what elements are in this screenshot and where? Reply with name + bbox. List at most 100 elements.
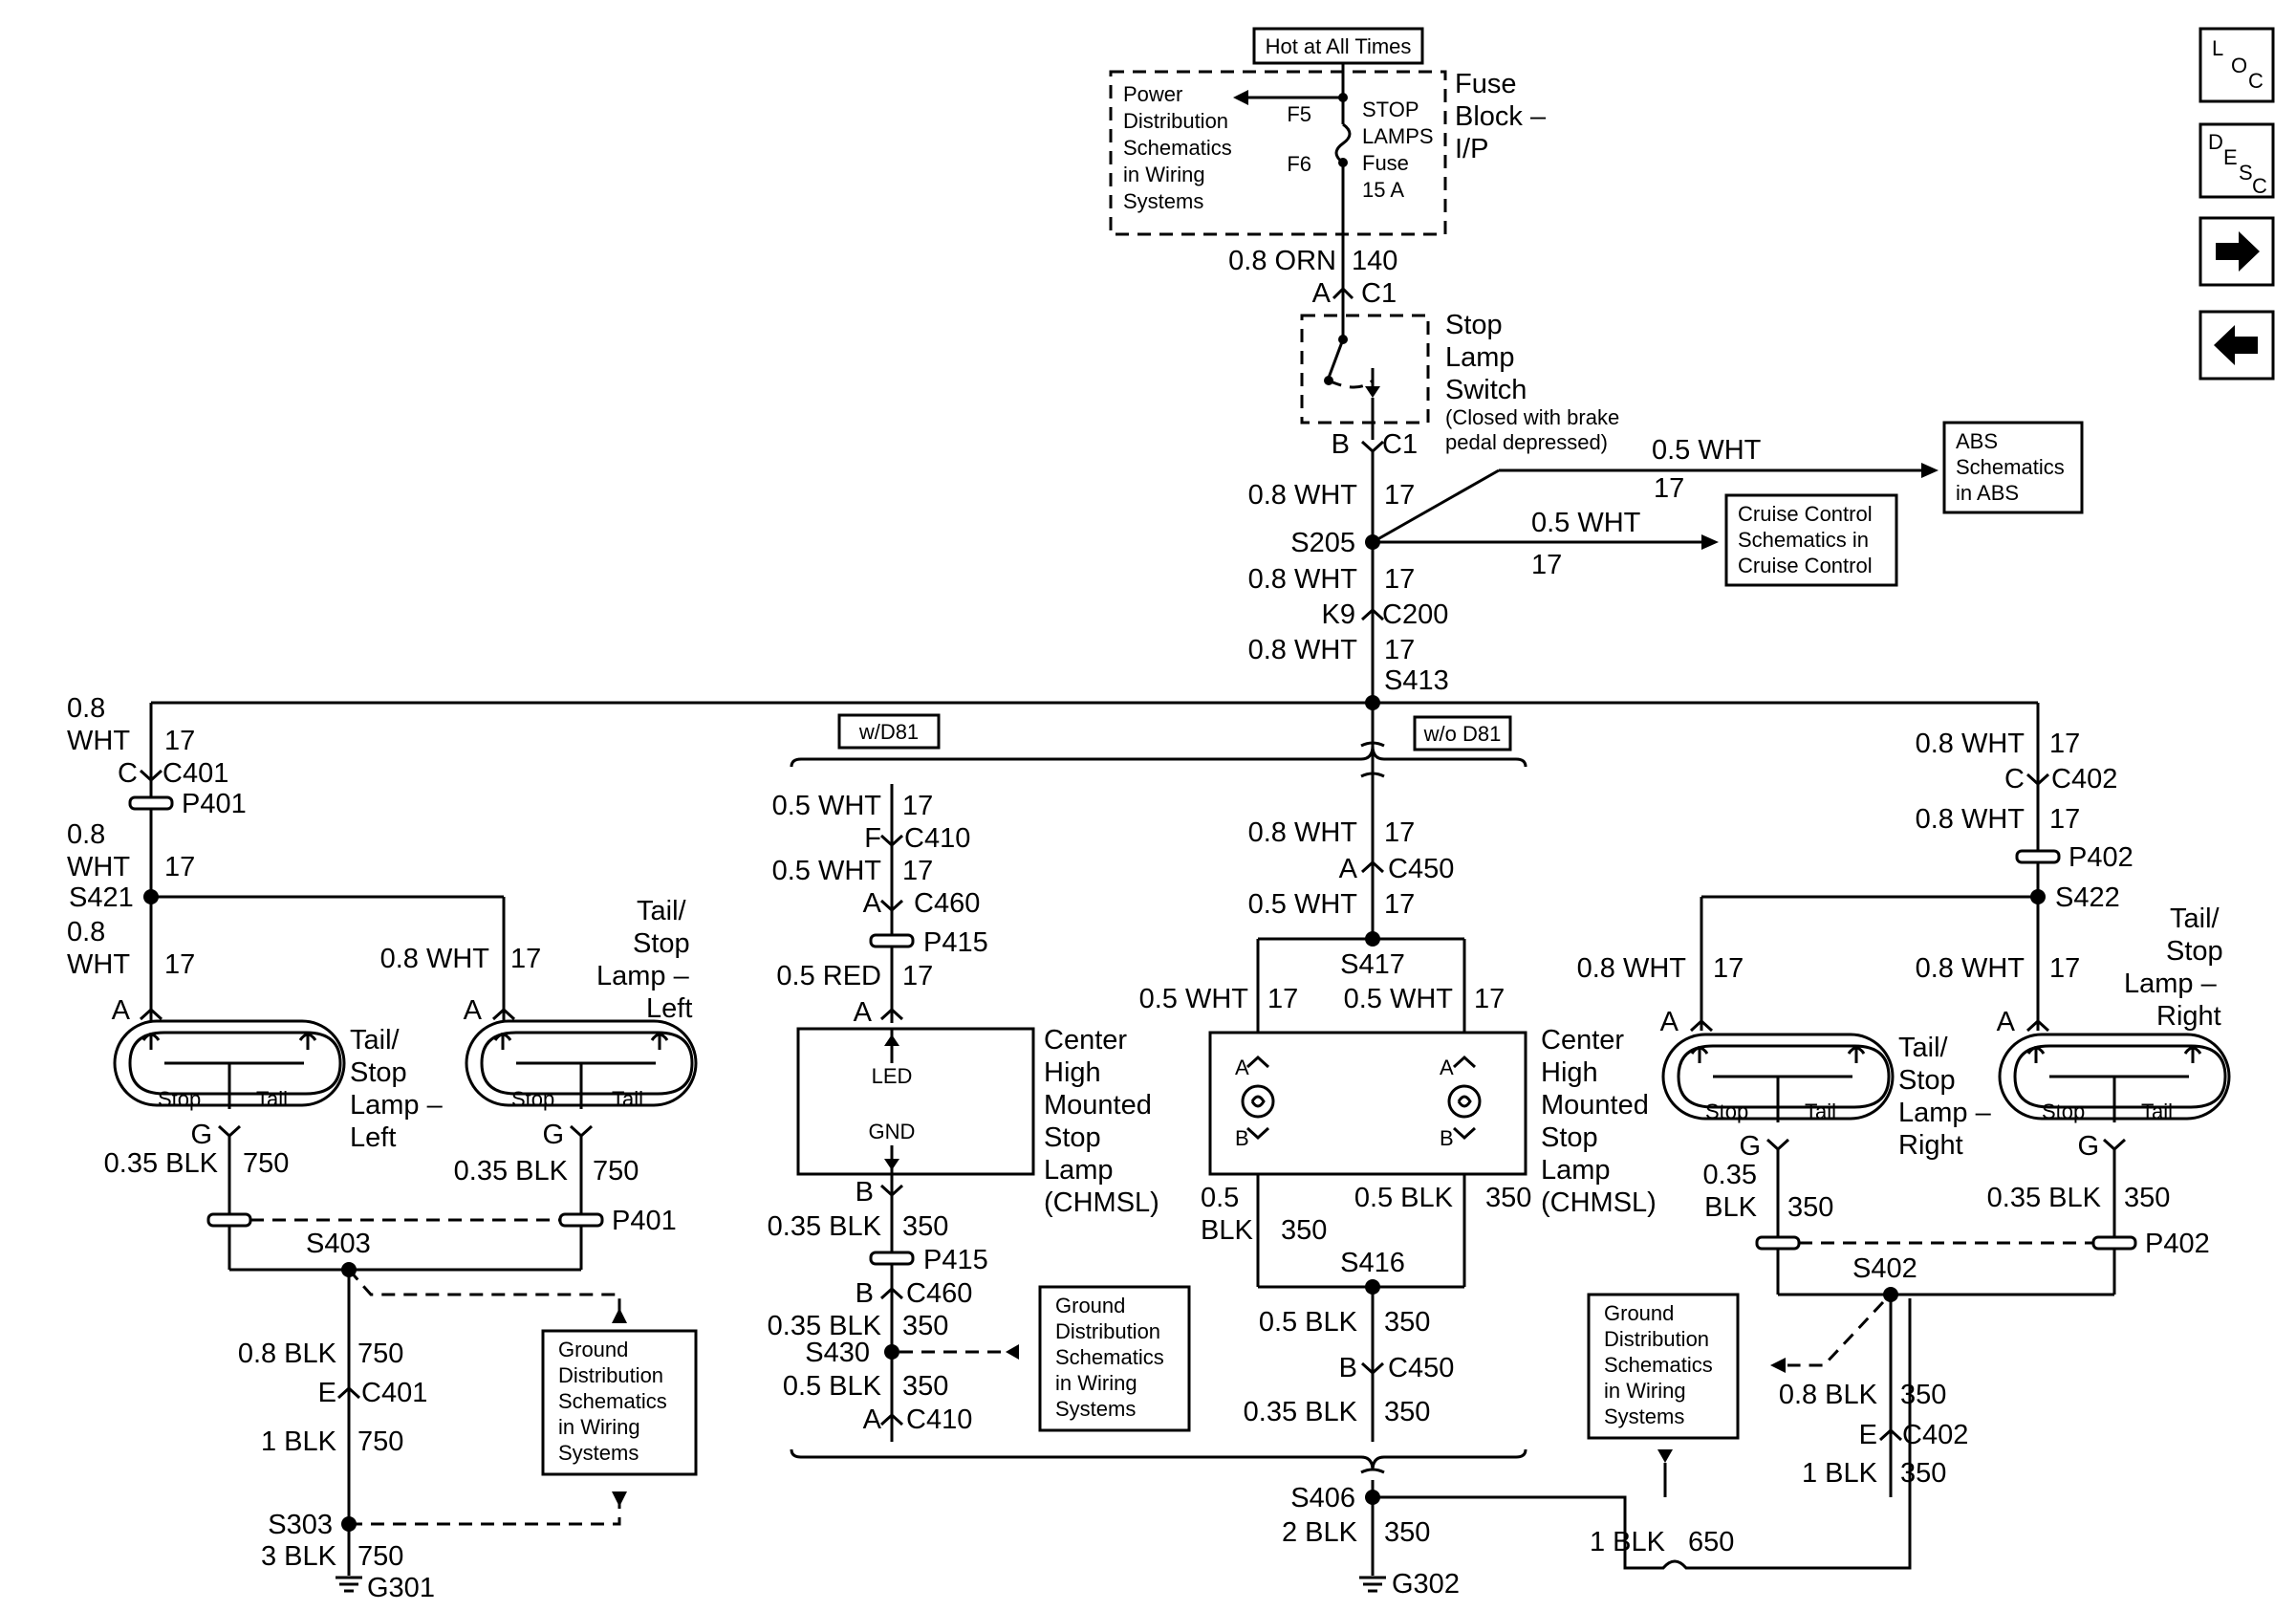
ground-icon: [1359, 1576, 1386, 1593]
arrow-up-icon: [884, 1034, 899, 1046]
pin-label: B: [1339, 1353, 1357, 1383]
splice-label: S403: [306, 1229, 371, 1259]
gd-box-text: Ground: [558, 1338, 628, 1361]
wire-label: 0.8 WHT: [1248, 480, 1358, 511]
chmsl-name: Lamp: [1541, 1155, 1611, 1186]
circuit-label: 17: [164, 726, 195, 756]
bulb-filament-icon: [2026, 1046, 2046, 1063]
connector-label: C402: [1902, 1420, 1968, 1450]
option-without-d81: w/o D81: [1423, 722, 1502, 746]
pin-label: C: [118, 758, 138, 789]
gd-box-text: Distribution: [558, 1363, 663, 1387]
gnd-label: GND: [869, 1120, 916, 1143]
arrow-down-icon: [1657, 1449, 1673, 1463]
connector-icon: [336, 1385, 361, 1400]
wire-label: 0.35 BLK: [768, 1211, 882, 1242]
pin-label: A: [1660, 1007, 1679, 1037]
connector-label: C401: [162, 758, 228, 789]
circuit-label: 17: [164, 949, 195, 980]
connector-icon: [217, 1124, 242, 1139]
desc-letter: D: [2208, 130, 2223, 154]
hot-label: Hot at All Times: [1266, 34, 1412, 58]
connector-icon: [1452, 1055, 1477, 1069]
prev-button[interactable]: [2199, 310, 2275, 381]
arrow-left-icon: [1233, 90, 1248, 105]
switch-title: Stop: [1445, 310, 1503, 340]
wire-label: 0.5 RED: [776, 961, 881, 991]
chmsl-bulb: 0.8 WHT 17 A C450 0.5 WHT 17 S417 0.5 WH…: [1139, 784, 1912, 1600]
switch-note: (Closed with brake: [1445, 405, 1619, 429]
pin-label: A: [854, 997, 873, 1028]
connector-label: C460: [906, 1278, 972, 1309]
wire-label: 0.5 BLK: [1354, 1183, 1454, 1213]
circuit-label: 750: [357, 1541, 403, 1572]
lamp-name: Left: [646, 993, 692, 1024]
loc-button-frame[interactable]: [2199, 27, 2275, 103]
connector-icon: [879, 834, 904, 848]
circuit-label: 17: [902, 791, 933, 821]
circuit-label: 17: [510, 944, 541, 974]
gd-box-text: Ground: [1604, 1301, 1674, 1325]
tail-label: Tail: [1805, 1099, 1836, 1123]
connector-icon: [2025, 773, 2050, 787]
gd-box-text: Distribution: [1055, 1319, 1160, 1343]
wire-label: 0.5 BLK: [1259, 1307, 1358, 1338]
splice-label: S422: [2055, 882, 2120, 913]
pin-label: F: [864, 823, 881, 854]
gd-box-text: in Wiring: [1055, 1371, 1137, 1395]
wire-label: 0.35 BLK: [1987, 1183, 2102, 1213]
stop-label: Stop: [1705, 1099, 1748, 1123]
connector-icon: [1360, 1361, 1385, 1376]
connector-label: P402: [2069, 842, 2134, 873]
stop-label: Stop: [158, 1087, 201, 1111]
wire-label: 0.8 WHT: [380, 944, 490, 974]
bulb-filament-icon: [141, 1033, 161, 1050]
chmsl-name: High: [1541, 1057, 1598, 1088]
arrow-down-icon: [884, 1159, 899, 1170]
wire-label: 0.8 WHT: [1248, 635, 1358, 665]
chmsl-name: Center: [1541, 1025, 1624, 1056]
wire-label: 1 BLK: [1590, 1527, 1666, 1557]
gd-box-text: Systems: [1604, 1404, 1684, 1428]
pin-label: A: [863, 888, 882, 919]
pin-label: C: [2004, 764, 2025, 795]
connector-label: C450: [1388, 1353, 1454, 1383]
wire-label: BLK: [1704, 1192, 1757, 1223]
fuse-block-label: Fuse: [1455, 69, 1516, 99]
arrow-down-icon: [612, 1491, 627, 1507]
desc-button[interactable]: D E S C: [2199, 122, 2275, 199]
loc-button[interactable]: L O C: [2199, 27, 2275, 103]
arrow-left-icon: [1006, 1344, 1019, 1360]
arrow-right-icon: [1701, 534, 1719, 550]
wire-label: 0.8 WHT: [1248, 817, 1358, 848]
circuit-label: 350: [1787, 1192, 1833, 1223]
gd-box-text: Schematics: [1055, 1345, 1164, 1369]
wire-label: 3 BLK: [261, 1541, 337, 1572]
connector-label: C410: [906, 1404, 972, 1435]
splice-label: S406: [1290, 1483, 1355, 1513]
arrow-up-icon: [612, 1308, 627, 1323]
pass-through-p415-icon: [869, 933, 915, 948]
desc-button-frame[interactable]: [2199, 122, 2275, 199]
pin-label: A: [1312, 278, 1332, 309]
loc-letter: O: [2231, 54, 2247, 77]
connector-icon: [1878, 1427, 1903, 1442]
wire-label: 0.35 BLK: [768, 1311, 882, 1341]
circuit-label: 750: [243, 1148, 289, 1179]
chmsl-name: Lamp: [1044, 1155, 1114, 1186]
wire-label: 0.5 WHT: [1344, 984, 1454, 1014]
wire-label: 0.8 WHT: [1916, 804, 2025, 835]
next-button[interactable]: [2199, 216, 2275, 287]
connector-label: C200: [1382, 599, 1448, 630]
circuit-label: 17: [1267, 984, 1298, 1014]
wire-label: 1 BLK: [1802, 1458, 1878, 1489]
pin-label: G: [2077, 1131, 2099, 1162]
circuit-label: 17: [2049, 729, 2080, 759]
wire-label: 0.5 WHT: [772, 856, 882, 886]
circuit-label: 750: [593, 1156, 639, 1186]
stop-label: Stop: [2042, 1099, 2085, 1123]
lamp-name: Left: [350, 1122, 396, 1153]
pin-label: A: [863, 1404, 882, 1435]
circuit-label: 17: [2049, 804, 2080, 835]
